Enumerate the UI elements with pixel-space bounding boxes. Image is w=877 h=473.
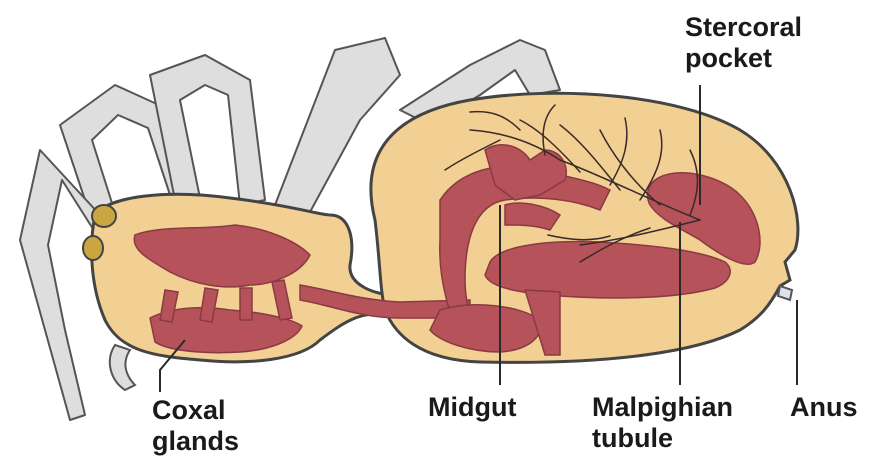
label-coxal-glands: Coxal glands <box>152 395 239 457</box>
spinnerets <box>778 286 792 300</box>
eye-1 <box>92 205 116 227</box>
label-midgut: Midgut <box>428 392 516 423</box>
anus-tip <box>778 286 792 300</box>
label-anus: Anus <box>790 392 858 423</box>
label-malpighian-tubule: Malpighian tubule <box>592 392 733 454</box>
coxal-branch-3 <box>240 288 252 320</box>
eye-2 <box>83 236 103 260</box>
fang <box>110 345 135 390</box>
chelicera <box>110 345 135 390</box>
label-stercoral-pocket: Stercoral pocket <box>685 12 802 74</box>
